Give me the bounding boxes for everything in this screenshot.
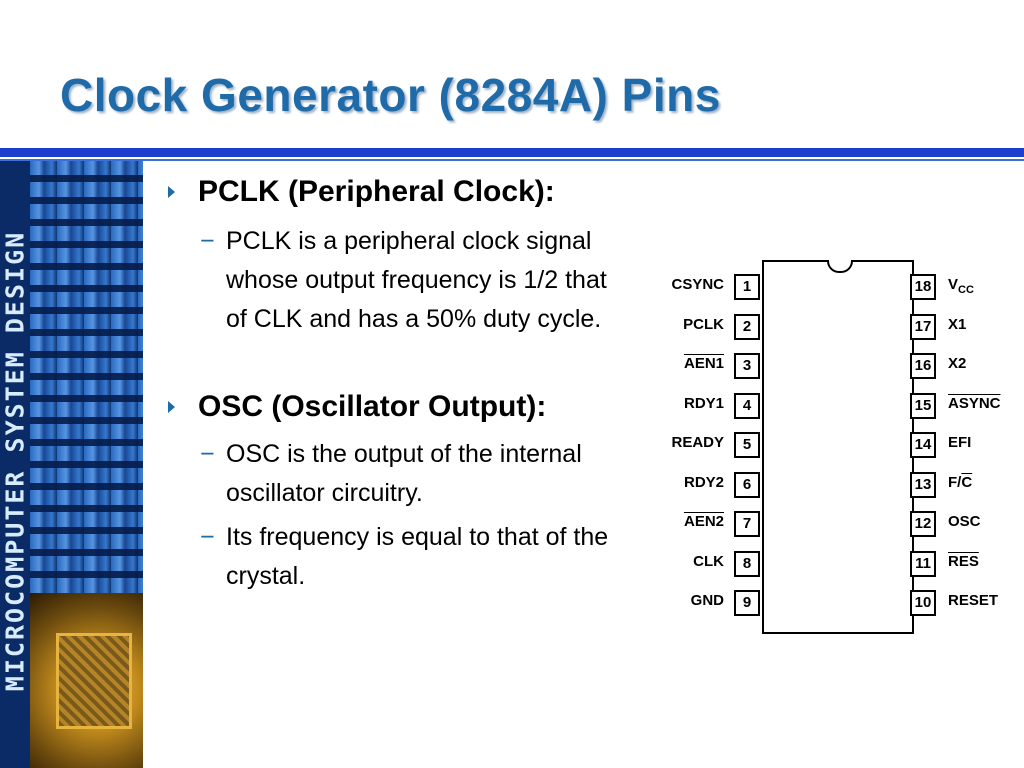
sidebar-banner: MICROCOMPUTER SYSTEM DESIGN: [0, 161, 143, 768]
pin-row: RDY2 6: [660, 471, 762, 498]
pin-label: GND: [690, 592, 724, 609]
pin-row: PCLK 2: [660, 313, 762, 340]
pin-number: 1: [734, 274, 760, 300]
title-divider: [0, 148, 1024, 157]
pin-row: CSYNC 1: [660, 274, 762, 300]
code-background-image: [30, 161, 143, 593]
pin-number: 6: [734, 471, 760, 498]
sidebar-vertical-text: MICROCOMPUTER SYSTEM DESIGN: [0, 230, 30, 692]
cpu-chip-image: [30, 593, 143, 768]
sub-bullet: − OSC is the output of the internal osci…: [200, 435, 630, 513]
pin-number: 10: [910, 590, 936, 616]
dash-icon: −: [200, 227, 215, 255]
pin-row: GND 9: [660, 590, 762, 616]
pin-row: READY 5: [660, 432, 762, 458]
pin-label: RES: [948, 552, 979, 570]
bullet-arrow-icon: [168, 186, 175, 198]
pin-label: RESET: [948, 592, 999, 609]
bullet-arrow-icon: [168, 401, 175, 413]
pin-label: EFI: [948, 434, 972, 451]
sub-bullet-text: OSC is the output of the internal oscill…: [226, 440, 582, 507]
pin-label: AEN1: [683, 355, 724, 372]
pin-row: OSC 12: [910, 511, 1024, 537]
pin-number: 18: [910, 274, 936, 300]
sub-bullet: − PCLK is a peripheral clock signal whos…: [200, 222, 630, 339]
pin-number: 15: [910, 392, 936, 419]
pin-row: X2 16: [910, 353, 1024, 379]
slide-title: Clock Generator (8284A) Pins: [60, 69, 721, 121]
pin-number: 12: [910, 511, 936, 537]
pin-label: READY: [671, 434, 724, 451]
pin-row: AEN1 3: [660, 353, 762, 379]
pin-row: RDY1 4: [660, 392, 762, 419]
pin-label: F/C: [948, 473, 973, 491]
pin-row: X1 17: [910, 313, 1024, 340]
sub-bullet: − Its frequency is equal to that of the …: [200, 518, 630, 596]
pin-label: CSYNC: [671, 276, 724, 293]
bullet-heading: PCLK (Peripheral Clock):: [198, 175, 555, 208]
pin-row: CLK 8: [660, 550, 762, 577]
pin-label: CLK: [693, 552, 724, 570]
pin-number: 7: [734, 511, 760, 537]
pin-number: 4: [734, 392, 760, 419]
pin-label: AEN2: [683, 513, 724, 530]
pin-number: 16: [910, 353, 936, 379]
pin-number: 9: [734, 590, 760, 616]
pin-number: 14: [910, 432, 936, 458]
title-divider-thin: [0, 159, 1024, 161]
ic-body: [762, 260, 914, 634]
pin-label: OSC: [948, 513, 981, 530]
pin-number: 3: [734, 353, 760, 379]
pin-number: 8: [734, 550, 760, 577]
pin-number: 2: [734, 313, 760, 340]
dash-icon: −: [200, 440, 215, 468]
pin-row: AEN2 7: [660, 511, 762, 537]
pin-row: RESET 10: [910, 590, 1024, 616]
dash-icon: −: [200, 523, 215, 551]
pin-label: ASYNC: [948, 394, 1001, 412]
sub-bullet-text: Its frequency is equal to that of the cr…: [226, 523, 609, 590]
pin-label: RDY2: [683, 473, 724, 491]
pin-row: RES 11: [910, 550, 1024, 577]
pin-label: X1: [948, 315, 967, 333]
pin-row: F/C 13: [910, 471, 1024, 498]
pin-number: 11: [910, 550, 936, 577]
bullet-heading: OSC (Oscillator Output):: [198, 390, 547, 423]
pin-row: EFI 14: [910, 432, 1024, 458]
pin-label: RDY1: [683, 394, 724, 412]
ic-notch: [827, 260, 853, 273]
pin-number: 17: [910, 313, 936, 340]
pin-label: PCLK: [683, 315, 724, 333]
pin-number: 13: [910, 471, 936, 498]
pin-row: ASYNC 15: [910, 392, 1024, 419]
pin-row: VCC 18: [910, 274, 1024, 300]
pin-number: 5: [734, 432, 760, 458]
pin-label: X2: [948, 355, 967, 372]
sub-bullet-text: PCLK is a peripheral clock signal whose …: [226, 227, 607, 333]
pin-label: VCC: [948, 276, 974, 296]
